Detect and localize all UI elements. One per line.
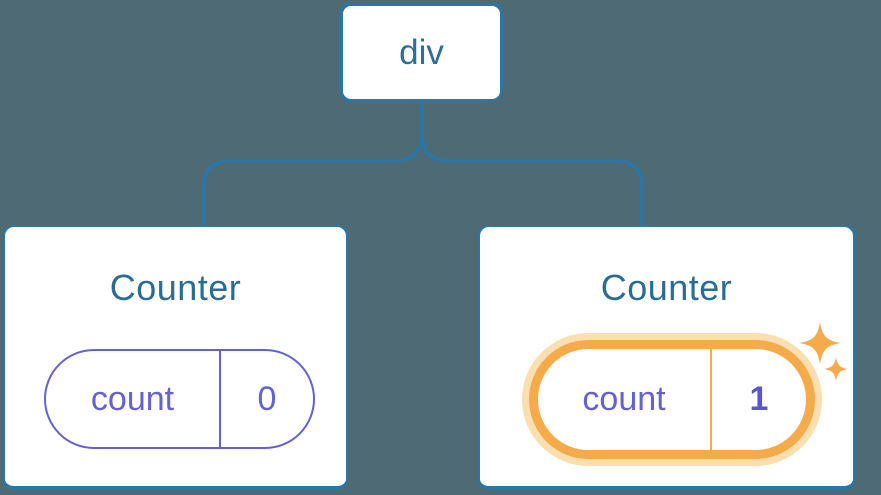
connector-left-branch <box>202 100 424 226</box>
component-title-right: Counter <box>600 267 733 308</box>
counter-card-right: Counter count 1 <box>478 225 855 490</box>
state-pill-left: count 0 <box>44 349 315 449</box>
sparkles-icon <box>799 322 848 381</box>
state-key-right: count <box>538 349 712 450</box>
connector-right-branch <box>420 100 644 226</box>
component-title-left: Counter <box>109 267 242 308</box>
state-pill-right-highlighted: count 1 <box>529 340 815 459</box>
state-value-left: 0 <box>257 379 277 418</box>
root-node-label: div <box>399 32 444 72</box>
counter-card-left: Counter count 0 <box>3 225 348 490</box>
state-value-right: 1 <box>749 380 769 418</box>
state-key-left: count <box>46 351 221 447</box>
root-node-div: div <box>340 3 503 102</box>
